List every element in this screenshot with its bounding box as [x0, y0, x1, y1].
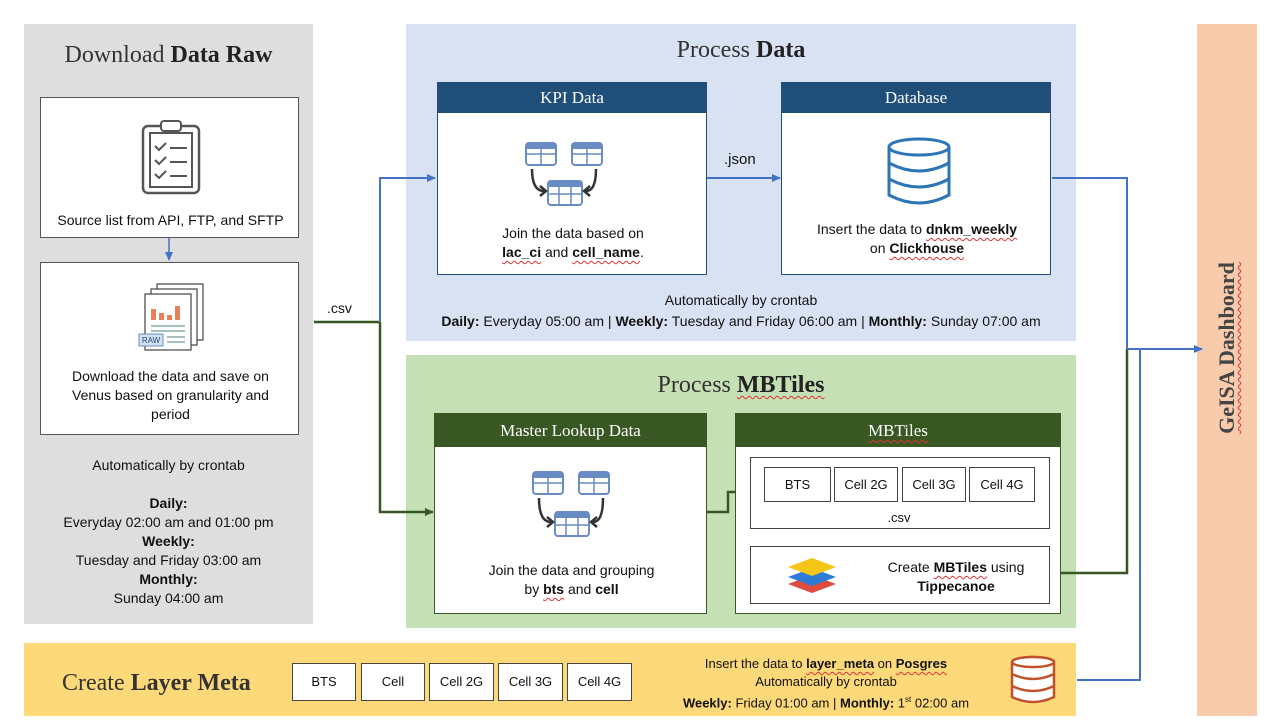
mbtiles-header: MBTiles: [736, 414, 1060, 447]
download-title-plain: Download: [64, 42, 171, 68]
download-weekly-value: Tuesday and Friday 03:00 am: [75, 552, 262, 568]
layer-cell-bts: BTS: [292, 663, 356, 701]
download-panel-title: Download Data Raw: [24, 42, 313, 69]
layer-meta-text: Insert the data to layer_meta on Posgres…: [640, 655, 1012, 712]
master-text-line1: Join the data and grouping: [488, 562, 655, 578]
layer-insert-db: Posgres: [895, 656, 948, 671]
database-cylinder-icon: [887, 137, 951, 205]
download-schedule-intro: Automatically by crontab: [92, 457, 245, 473]
mbtiles-box: MBTiles BTS Cell 2G Cell 3G Cell 4G .csv…: [735, 413, 1061, 614]
master-key-bts: bts: [543, 581, 565, 597]
mbtiles-cell-4g: Cell 4G: [969, 467, 1035, 502]
mbtiles-csv-label: .csv: [887, 510, 911, 525]
layer-monthly-sup: st: [905, 695, 912, 704]
database-header: Database: [782, 83, 1050, 113]
layer-meta-title-plain: Create: [62, 670, 131, 696]
create-mbtiles-bold: MBTiles: [933, 559, 987, 575]
download-data-box: RAW Download the data and save on Venus …: [40, 262, 299, 435]
mbtiles-header-label: MBTiles: [868, 421, 928, 440]
layer-monthly-label: Monthly:: [840, 695, 895, 711]
kpi-data-header: KPI Data: [438, 83, 706, 113]
kpi-key-lac-ci: lac_ci: [502, 244, 542, 260]
master-lookup-box: Master Lookup Data Join the data and gro…: [434, 413, 707, 614]
db-table-name: dnkm_weekly: [925, 221, 1018, 237]
clipboard-checklist-icon: [141, 120, 201, 195]
layer-weekly-value: Friday 01:00 am |: [731, 695, 840, 711]
table-join-icon: [532, 471, 610, 537]
layer-cell-4g: Cell 4G: [567, 663, 632, 701]
database-box: Database Insert the data to dnkm_weekly …: [781, 82, 1051, 275]
raw-document-icon: RAW: [138, 283, 204, 351]
csv-label: .csv: [327, 300, 352, 316]
dashboard-title-label: GeISA Dashboard: [1214, 262, 1239, 434]
layer-insert-2: on: [874, 656, 896, 671]
process-data-schedule: Automatically by crontab Daily: Everyday…: [406, 291, 1076, 331]
layer-monthly-value: 1: [894, 695, 905, 711]
master-text-by: by: [524, 581, 544, 597]
layer-monthly-time: 02:00 am: [911, 695, 970, 711]
db-text-1: Insert the data to: [816, 221, 926, 237]
layer-cell-3g: Cell 3G: [498, 663, 563, 701]
create-text-2: using: [987, 559, 1025, 575]
pd-daily-value: Everyday 05:00 am |: [479, 313, 616, 329]
process-mbtiles-title-plain: Process: [657, 372, 737, 398]
layer-weekly-label: Weekly:: [682, 695, 732, 711]
download-data-text: Download the data and save on Venus base…: [72, 368, 269, 422]
mbtiles-cell-bts: BTS: [764, 467, 831, 502]
layer-meta-title: Create Layer Meta: [62, 670, 251, 697]
pd-weekly-value: Tuesday and Friday 06:00 am |: [668, 313, 869, 329]
process-mbtiles-title: Process MBTiles: [406, 372, 1076, 399]
create-mbtiles-text: Create MBTiles using Tippecanoe: [861, 558, 1051, 596]
pd-weekly-label: Weekly:: [615, 313, 669, 329]
layer-insert-1: Insert the data to: [704, 656, 807, 671]
kpi-key-cell-name: cell_name: [572, 244, 640, 260]
download-weekly-label: Weekly:: [142, 533, 195, 549]
mbtiles-cell-3g: Cell 3G: [902, 467, 966, 502]
master-lookup-header: Master Lookup Data: [435, 414, 706, 447]
layer-cell-2g: Cell 2G: [429, 663, 494, 701]
pd-daily-label: Daily:: [441, 313, 480, 329]
layer-cell-cell: Cell: [361, 663, 425, 701]
pd-monthly-label: Monthly:: [868, 313, 927, 329]
kpi-end: .: [639, 244, 644, 260]
master-and: and: [564, 581, 596, 597]
kpi-data-box: KPI Data Join the data based on lac_ci a…: [437, 82, 707, 275]
process-data-title: Process Data: [406, 37, 1076, 64]
table-join-icon: [525, 142, 603, 206]
dashboard-panel: [1197, 24, 1257, 716]
download-daily-value: Everyday 02:00 am and 01:00 pm: [63, 514, 274, 530]
process-data-title-bold: Data: [756, 37, 806, 63]
kpi-data-text: Join the data based on lac_ci and cell_n…: [438, 224, 708, 262]
download-daily-label: Daily:: [149, 495, 188, 511]
raw-icon-label: RAW: [142, 336, 161, 345]
download-monthly-value: Sunday 04:00 am: [113, 590, 224, 606]
process-data-title-plain: Process: [676, 37, 756, 63]
download-schedule: Automatically by crontab Daily: Everyday…: [24, 456, 313, 608]
database-text: Insert the data to dnkm_weekly on Clickh…: [782, 220, 1052, 258]
source-list-box: Source list from API, FTP, and SFTP: [40, 97, 299, 238]
download-monthly-label: Monthly:: [139, 571, 198, 587]
layer-meta-title-bold: Layer Meta: [130, 670, 251, 696]
layers-stack-icon: [788, 558, 836, 593]
create-text-1: Create: [887, 559, 934, 575]
db-engine-name: Clickhouse: [889, 240, 965, 256]
json-label: .json: [724, 151, 756, 168]
database-cylinder-icon: [1010, 655, 1056, 704]
create-tool-name: Tippecanoe: [917, 578, 995, 594]
download-title-bold: Data Raw: [170, 42, 273, 68]
layer-schedule-intro: Automatically by crontab: [755, 674, 897, 689]
db-text-2: on: [869, 240, 890, 256]
kpi-data-text-line1: Join the data based on: [502, 225, 644, 241]
master-key-cell: cell: [595, 581, 619, 597]
kpi-and: and: [541, 244, 573, 260]
layer-insert-table: layer_meta: [806, 656, 875, 671]
mbtiles-cell-2g: Cell 2G: [834, 467, 898, 502]
master-lookup-text: Join the data and grouping by bts and ce…: [435, 561, 708, 599]
process-data-schedule-intro: Automatically by crontab: [664, 292, 818, 308]
pd-monthly-value: Sunday 07:00 am: [926, 313, 1041, 329]
process-mbtiles-title-bold: MBTiles: [736, 372, 825, 398]
source-list-text: Source list from API, FTP, and SFTP: [57, 212, 284, 228]
